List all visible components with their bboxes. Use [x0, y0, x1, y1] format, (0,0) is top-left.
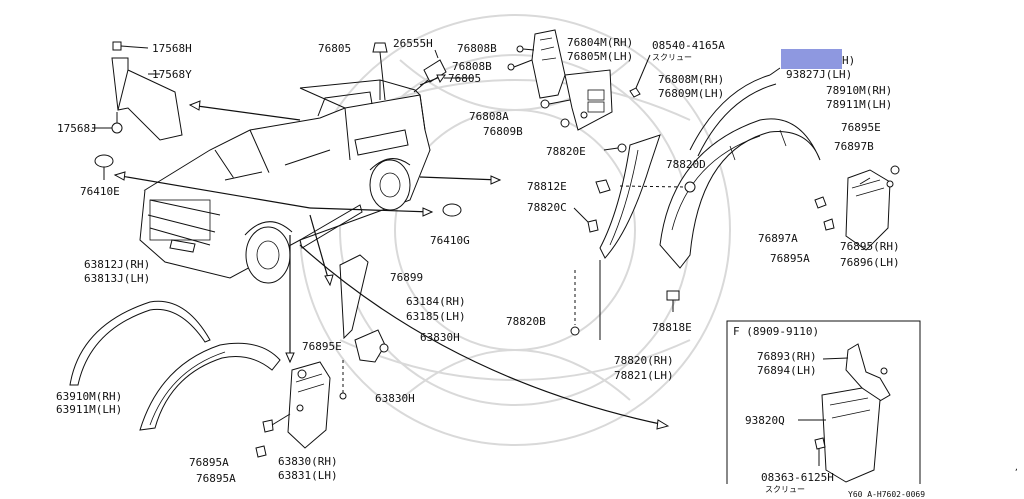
part-76897a-screw	[814, 196, 835, 231]
callout-76808m: 76808M(RH)	[658, 73, 724, 86]
callout-76897b: 76897B	[834, 140, 874, 153]
callout-76410e: 76410E	[80, 185, 120, 198]
callout-76808b-lower: 76808B	[452, 60, 492, 73]
callout-78820b: 78820B	[506, 315, 546, 328]
callout-76895a-rh: 76895A	[770, 252, 810, 265]
callout-76895-rh: 76895(RH)	[840, 240, 900, 253]
callout-63831-lh: 63831(LH)	[278, 469, 338, 482]
edge-mark: ,	[1014, 463, 1019, 472]
part-76809b-clip	[560, 118, 570, 128]
part-76804m-lamp	[531, 29, 566, 99]
part-76805-cap	[372, 42, 388, 101]
part-63830h-clip	[339, 360, 347, 400]
callout-63813j: 63813J(LH)	[84, 272, 150, 285]
part-76410g-plug	[442, 203, 462, 217]
callout-78820-rh: 78820(RH)	[614, 354, 674, 367]
inset-bracket	[845, 343, 891, 403]
inset-mudflap	[821, 387, 881, 483]
callout-93826h: H)	[842, 54, 855, 67]
part-78820b-clip	[570, 270, 580, 336]
vehicle-illustration	[139, 79, 431, 284]
callout-76809b: 76809B	[483, 125, 523, 138]
callout-76808a: 76808A	[469, 110, 509, 123]
callout-78820e: 78820E	[546, 145, 586, 158]
inset-callout-76893: 76893(RH)	[757, 350, 817, 363]
callout-78910m: 78910M(RH)	[826, 84, 892, 97]
part-76899-strip	[339, 254, 369, 340]
callout-76805-top: 76805	[318, 42, 351, 55]
callout-08540: 08540-4165A	[652, 39, 725, 52]
part-17568j-clip	[92, 112, 123, 134]
part-08540-screw	[629, 54, 651, 98]
inset-callout-08363: 08363-6125H	[761, 471, 834, 484]
callout-17568j: 17568J	[57, 122, 97, 135]
callout-26555h: 26555H	[393, 37, 433, 50]
inset-callout-08363-screw: スクリュー	[765, 485, 805, 494]
part-76808m-bracket	[564, 69, 613, 131]
part-63812j-moulding	[69, 300, 211, 386]
callout-93827j: 93827J(LH)	[786, 68, 852, 81]
part-26555h-plate	[413, 49, 474, 93]
callout-76895a-lh1: 76895A	[189, 456, 229, 469]
callout-17568h: 17568H	[152, 42, 192, 55]
callout-76896-lh: 76896(LH)	[840, 256, 900, 269]
callout-63184: 63184(RH)	[406, 295, 466, 308]
part-78820c-clip	[573, 207, 599, 233]
part-76410e-plug	[94, 154, 114, 180]
callout-78820d: 78820D	[666, 158, 706, 171]
part-78820-wheel-liner	[599, 134, 661, 259]
callout-63830h-lower: 63830H	[375, 392, 415, 405]
callout-76804m: 76804M(RH)	[567, 36, 633, 49]
part-17568y-guard	[111, 57, 183, 141]
callout-76808b-upper: 76808B	[457, 42, 497, 55]
callout-76805-mid: 76805	[448, 72, 481, 85]
part-78820e-clip	[603, 143, 627, 153]
callout-78911m: 78911M(LH)	[826, 98, 892, 111]
part-93826h-moulding	[689, 67, 781, 157]
part-76895-mudflap-lh	[287, 361, 331, 449]
part-76808b-screws	[507, 45, 535, 71]
part-63910m-flare	[139, 342, 281, 431]
callout-63830h-upper: 63830H	[420, 331, 460, 344]
inset-screw	[814, 437, 826, 466]
part-78910m-flare	[659, 118, 821, 269]
callout-78812e: 78812E	[527, 180, 567, 193]
callout-63185: 63185(LH)	[406, 310, 466, 323]
arrows	[113, 74, 670, 430]
diagram-code: Y60 A-H7602-0069	[848, 490, 925, 499]
callout-labels: 17568H 17568Y 17568J 76410E 76805 26555H…	[56, 36, 900, 485]
redaction-box	[781, 49, 842, 69]
callout-76805m: 76805M(LH)	[567, 50, 633, 63]
callout-08540-screw: スクリュー	[652, 53, 692, 62]
callout-17568y: 17568Y	[152, 68, 192, 81]
part-78818e-clip	[666, 290, 680, 312]
part-76808a-screw	[540, 99, 571, 109]
inset-panel: F (8909-9110) 76893(RH) 76894(LH) 93820Q…	[726, 320, 921, 494]
callout-76895e-rh: 76895E	[841, 121, 881, 134]
inset-callout-93820q: 93820Q	[745, 414, 785, 427]
callout-63910m: 63910M(RH)	[56, 390, 122, 403]
inset-title: F (8909-9110)	[733, 325, 819, 338]
part-76895a-screws	[255, 413, 291, 458]
callout-78818e: 78818E	[652, 321, 692, 334]
callout-78821-lh: 78821(LH)	[614, 369, 674, 382]
callout-76897a: 76897A	[758, 232, 798, 245]
inset-callout-76894: 76894(LH)	[757, 364, 817, 377]
callout-63830-rh: 63830(RH)	[278, 455, 338, 468]
callout-76895e-lh: 76895E	[302, 340, 342, 353]
callout-76809m: 76809M(LH)	[658, 87, 724, 100]
callout-76899: 76899	[390, 271, 423, 284]
callout-63911m: 63911M(LH)	[56, 403, 122, 416]
part-17568h-clip	[112, 41, 149, 51]
callout-63812j: 63812J(RH)	[84, 258, 150, 271]
callout-78820c: 78820C	[527, 201, 567, 214]
part-76895-mudflap-rh	[845, 165, 900, 251]
callout-76895a-lh2: 76895A	[196, 472, 236, 485]
part-78820d-clip	[619, 181, 696, 193]
part-78812e-grommet	[595, 179, 611, 194]
callout-76410g: 76410G	[430, 234, 470, 247]
part-63184-bracket	[354, 329, 389, 363]
